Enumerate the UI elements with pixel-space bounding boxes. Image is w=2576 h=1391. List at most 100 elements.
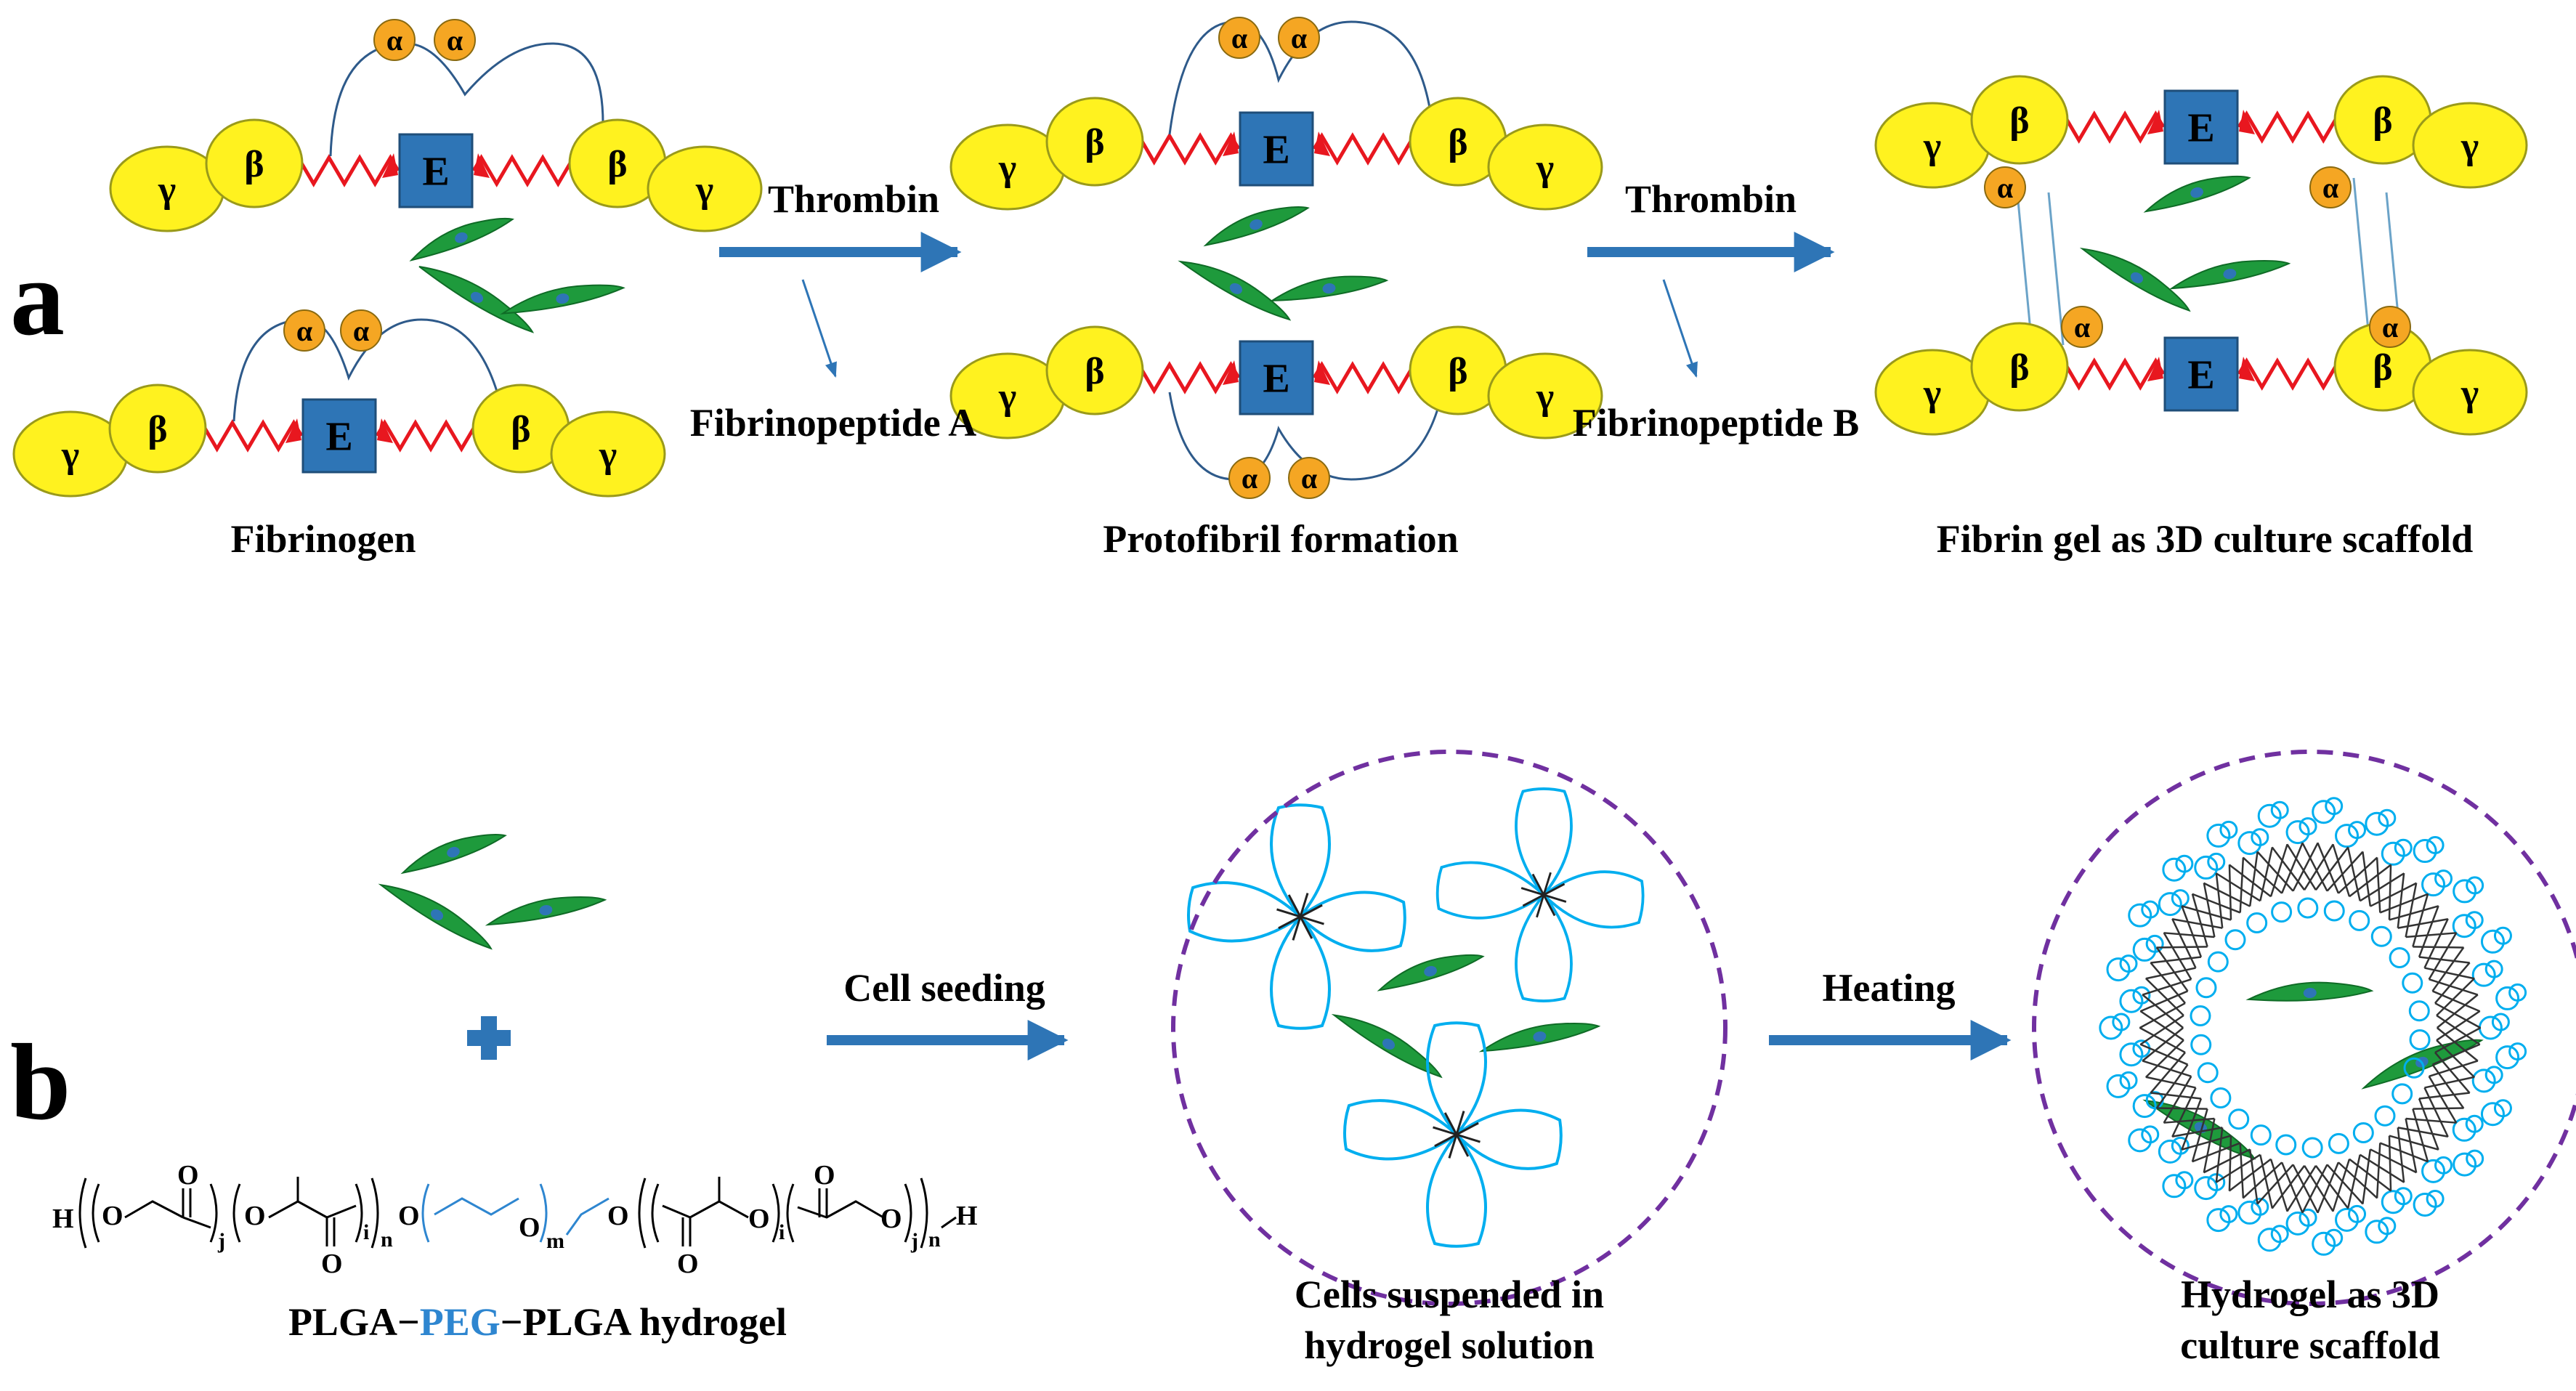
peg-coil	[2175, 1171, 2194, 1190]
peg-coil	[2106, 957, 2131, 982]
bond	[182, 1216, 211, 1229]
plga-core	[1456, 1133, 1481, 1143]
peg-coil	[2381, 1190, 2405, 1214]
beta-label: β	[1448, 351, 1467, 392]
plga-crosslink	[2362, 851, 2372, 907]
plga-crosslink	[2349, 864, 2392, 898]
linker-tip	[2239, 357, 2255, 381]
circle-cells-in-solution	[1171, 750, 1728, 1306]
peg-loop	[1515, 787, 1573, 896]
plga-crosslink	[2181, 905, 2203, 957]
peg-coil	[2465, 911, 2484, 930]
bracket	[771, 1183, 780, 1243]
plga-core	[1536, 894, 1545, 918]
plga-crosslink	[2191, 1108, 2208, 1162]
plga-crosslink	[2239, 857, 2245, 913]
plga-crosslink	[2271, 1165, 2306, 1209]
cell-nucleus	[2223, 268, 2237, 280]
peg-loop	[1435, 861, 1545, 920]
cell	[1331, 1013, 1443, 1079]
peg-coil	[2508, 983, 2527, 1002]
plga-crosslink	[2139, 1026, 2186, 1054]
peg-coil	[2495, 986, 2520, 1010]
peg-coil	[2413, 1192, 2437, 1217]
plga-crosslink	[2346, 847, 2361, 901]
polymer-micelle	[1186, 803, 1406, 1030]
peg-coil	[2190, 1034, 2212, 1055]
linker-tip	[2147, 357, 2163, 381]
plga-crosslink	[2150, 956, 2202, 964]
gamma-label: γ	[1536, 376, 1554, 418]
beta-label: β	[1448, 122, 1467, 163]
plga-crosslink	[2437, 1027, 2479, 1062]
plga-crosslink	[2360, 872, 2405, 902]
polymer-micelle	[1342, 1021, 1563, 1248]
plga-crosslink	[2163, 1117, 2215, 1124]
plga-crosslink	[2150, 962, 2186, 1004]
peg-coil	[2325, 1228, 2344, 1247]
alpha-node	[2369, 306, 2411, 348]
arrow2-byproduct: Fibrinopeptide B	[1573, 401, 1860, 445]
plga-crosslink	[2242, 1161, 2283, 1199]
coiled-coil-linker	[288, 154, 400, 187]
gamma-node	[1487, 352, 1603, 439]
plga-crosslink	[2181, 1135, 2232, 1151]
plga-crosslink	[2171, 1127, 2223, 1138]
plga-crosslink	[2432, 990, 2481, 1013]
plga-core	[1448, 1134, 1458, 1159]
plga-core	[1299, 893, 1309, 917]
peg-coil	[2508, 1042, 2527, 1061]
chem-h-left: H	[52, 1204, 74, 1234]
plga-crosslink	[2424, 967, 2475, 980]
peg-coil	[2335, 824, 2360, 848]
peg-coil	[2434, 1156, 2453, 1175]
plga-crosslink	[2256, 851, 2294, 892]
chem-o: O	[244, 1201, 266, 1231]
plga-crosslink	[2155, 1063, 2189, 1109]
cell	[400, 833, 507, 875]
plga-crosslink	[2139, 1014, 2184, 1046]
gamma-label: γ	[158, 169, 176, 211]
peg-loop	[1342, 1099, 1458, 1161]
plga-core	[1520, 887, 1544, 896]
linker-tip	[1314, 360, 1330, 385]
plga-crosslink	[2271, 846, 2306, 891]
plga-core	[1543, 893, 1567, 903]
peg-coil	[2491, 1013, 2510, 1031]
alpha-node	[1278, 17, 1320, 59]
plga-crosslink	[2163, 932, 2215, 938]
peg-loop	[1515, 893, 1573, 1002]
coiled-coil-linker	[1129, 132, 1241, 166]
chem-o-peg: O	[519, 1212, 540, 1243]
plga-crosslink	[2317, 842, 2340, 894]
cell	[418, 266, 535, 333]
plga-crosslink	[2332, 843, 2351, 897]
peg-coil	[2352, 1122, 2374, 1143]
plga-crosslink	[2192, 1142, 2241, 1163]
bracket	[78, 1177, 87, 1249]
plga-crosslink	[2379, 1142, 2429, 1163]
peg-coil	[2141, 900, 2160, 919]
plga-crosslink	[2389, 1135, 2439, 1151]
bracket	[232, 1183, 241, 1243]
bracket	[920, 1177, 928, 1249]
e-domain	[2163, 89, 2239, 165]
chem-h-right: H	[956, 1201, 978, 1231]
peg-coil	[2275, 1134, 2297, 1156]
beta-node	[1045, 325, 1144, 415]
alpha-node	[2061, 306, 2103, 348]
e-label: E	[1263, 128, 1289, 173]
plga-core	[1542, 872, 1552, 896]
arrow1-label: Thrombin	[768, 177, 939, 221]
plga-crosslink	[2423, 1087, 2449, 1137]
linker-tip	[1223, 131, 1239, 156]
peg-coil	[2251, 828, 2269, 847]
alpha-label: α	[1997, 171, 2013, 204]
plga-core	[1531, 873, 1545, 896]
coiled-coil-linker	[471, 154, 583, 187]
alpha-node	[373, 19, 416, 61]
peg-coil	[2162, 857, 2187, 882]
cell	[1377, 954, 1485, 991]
cell-nucleus	[2190, 187, 2203, 198]
crosslink	[2352, 177, 2370, 331]
